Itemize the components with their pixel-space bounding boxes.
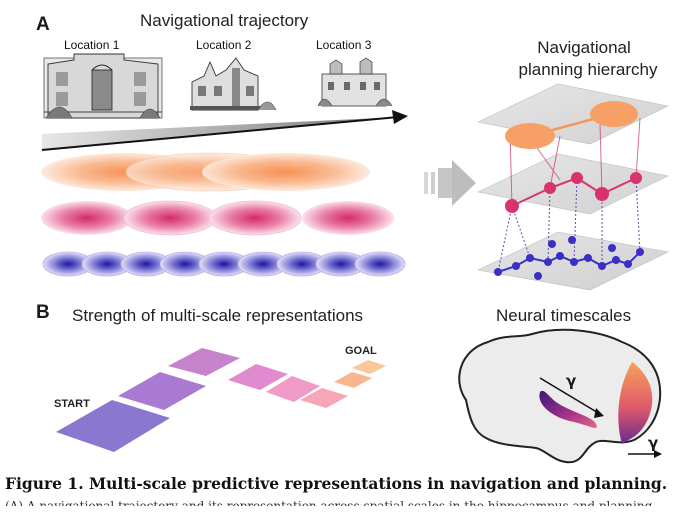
multiscale-title: Strength of multi-scale representations xyxy=(72,306,364,325)
transition-arrow xyxy=(424,160,476,206)
medium-field xyxy=(123,200,217,236)
figure-graphics xyxy=(41,53,669,464)
medium-node xyxy=(505,199,519,213)
medium-scale-fields xyxy=(41,200,394,236)
panel-b-letter: B xyxy=(36,302,50,323)
location-1-label: Location 1 xyxy=(64,38,120,52)
caption-cut-line: (A) A navigational trajectory and its re… xyxy=(5,499,653,506)
small-node xyxy=(624,260,632,268)
medium-field xyxy=(302,201,394,235)
panel-a-letter: A xyxy=(36,14,50,35)
medium-node xyxy=(544,182,556,194)
location-2-label: Location 2 xyxy=(196,38,252,52)
small-node xyxy=(526,254,534,262)
timescales-title: Neural timescales xyxy=(496,306,632,325)
path-square xyxy=(118,372,206,410)
small-field xyxy=(354,251,406,277)
path-square xyxy=(266,376,320,402)
small-node xyxy=(598,262,606,270)
small-node xyxy=(494,268,502,276)
path-square xyxy=(56,400,170,452)
large-node xyxy=(505,123,555,149)
multiscale-path xyxy=(56,348,386,452)
small-node xyxy=(556,252,564,260)
large-node xyxy=(590,101,638,127)
path-square xyxy=(352,360,386,374)
planning-hierarchy xyxy=(477,83,669,291)
medium-field xyxy=(41,201,133,235)
path-square xyxy=(228,364,288,390)
gamma-cortex-label: γ xyxy=(648,434,659,452)
gamma-hippocampus-label: γ xyxy=(566,372,577,390)
path-square xyxy=(300,388,348,408)
location-3-label: Location 3 xyxy=(316,38,372,52)
small-node xyxy=(568,236,576,244)
location-2-building xyxy=(190,57,277,111)
medium-node xyxy=(595,187,609,201)
small-node xyxy=(612,256,620,264)
goal-label: GOAL xyxy=(345,345,377,357)
location-3-building xyxy=(317,57,393,107)
brain-outline xyxy=(458,328,662,464)
small-node xyxy=(548,240,556,248)
small-node xyxy=(608,244,616,252)
brain xyxy=(458,328,662,464)
small-node xyxy=(570,258,578,266)
small-node xyxy=(512,262,520,270)
hierarchy-title-line2: planning hierarchy xyxy=(518,60,658,79)
path-square xyxy=(168,348,240,376)
small-node xyxy=(636,248,644,256)
medium-node xyxy=(571,172,583,184)
hippocampus xyxy=(539,390,597,428)
medium-node xyxy=(630,172,642,184)
location-1-building xyxy=(43,53,163,119)
trajectory-title: Navigational trajectory xyxy=(140,11,309,30)
hierarchy-title-line1: Navigational xyxy=(537,38,631,57)
small-node xyxy=(534,272,542,280)
large-field xyxy=(202,153,370,191)
figure-caption: Figure 1. Multi-scale predictive represe… xyxy=(5,474,668,493)
trajectory-arrow xyxy=(41,110,408,151)
start-label: START xyxy=(54,398,90,410)
cortex-region xyxy=(618,362,653,444)
small-node xyxy=(584,254,592,262)
large-scale-fields xyxy=(41,152,370,192)
path-square xyxy=(334,372,372,388)
medium-field xyxy=(208,200,302,236)
small-scale-fields xyxy=(42,251,406,277)
small-node xyxy=(544,258,552,266)
hierarchy-title: Navigational planning hierarchy xyxy=(519,37,658,81)
